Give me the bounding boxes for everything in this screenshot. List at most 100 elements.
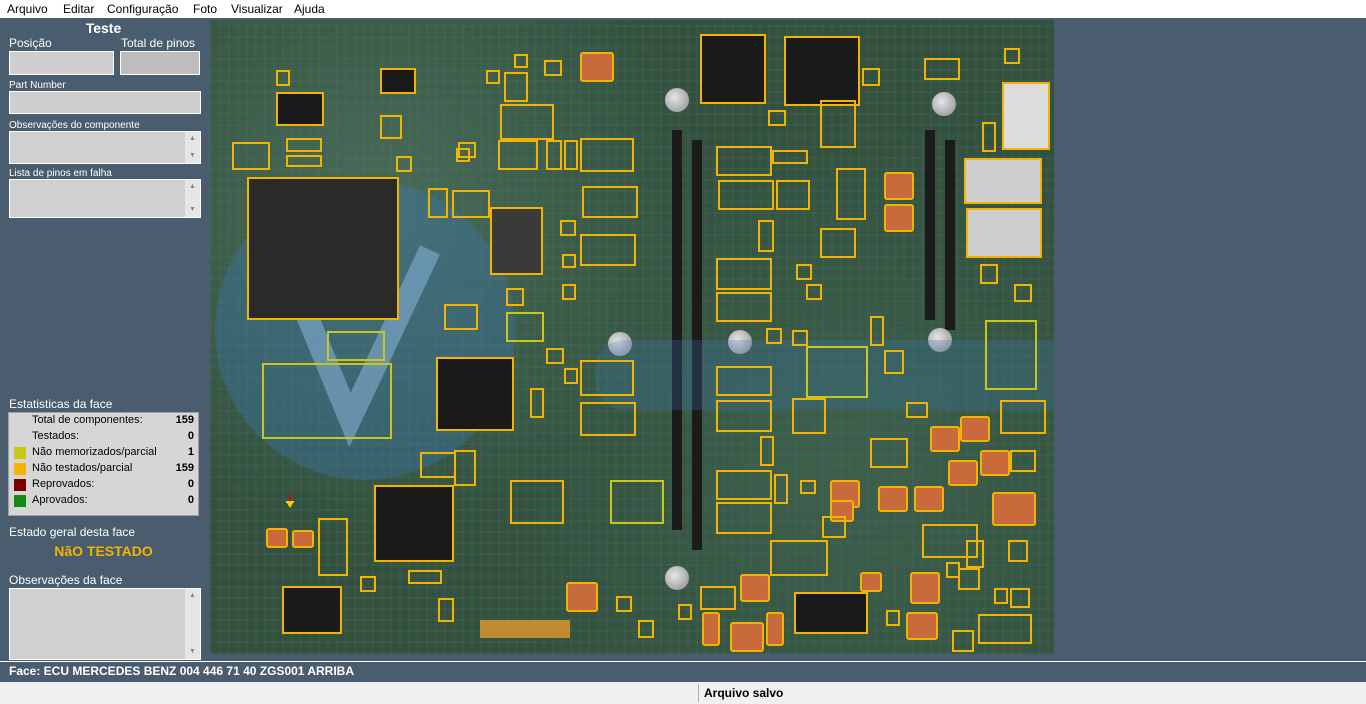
component-notes-field[interactable]: ▲ ▼: [9, 131, 201, 164]
menu-configuracao[interactable]: Configuração: [107, 2, 179, 16]
scroll-up-icon[interactable]: ▲: [189, 592, 196, 599]
capacitor-box[interactable]: [860, 572, 882, 592]
component-box[interactable]: [506, 288, 524, 306]
capacitor-box[interactable]: [292, 530, 314, 548]
component-box[interactable]: [994, 588, 1008, 604]
component-box[interactable]: [327, 331, 385, 361]
component-box[interactable]: [978, 614, 1032, 644]
component-box[interactable]: [276, 70, 290, 86]
scroll-up-icon[interactable]: ▲: [189, 183, 196, 190]
component-box[interactable]: [580, 234, 636, 266]
component-box[interactable]: [458, 142, 476, 158]
component-box[interactable]: [718, 180, 774, 210]
part-number-field[interactable]: [9, 91, 201, 114]
component-box[interactable]: [232, 142, 270, 170]
component-box[interactable]: [716, 400, 772, 432]
component-box[interactable]: [580, 138, 634, 172]
component-box[interactable]: [510, 480, 564, 524]
menu-visualizar[interactable]: Visualizar: [231, 2, 283, 16]
component-box[interactable]: [262, 363, 392, 439]
component-box[interactable]: [906, 402, 928, 418]
component-box[interactable]: [420, 452, 456, 478]
capacitor-box[interactable]: [930, 426, 960, 452]
component-box[interactable]: [980, 264, 998, 284]
component-box[interactable]: [820, 228, 856, 258]
capacitor-box[interactable]: [980, 450, 1010, 476]
scroll-up-icon[interactable]: ▲: [189, 135, 196, 142]
component-box[interactable]: [792, 330, 808, 346]
component-box[interactable]: [716, 502, 772, 534]
component-box[interactable]: [952, 630, 974, 652]
component-box[interactable]: [716, 366, 772, 396]
component-box[interactable]: [1010, 588, 1030, 608]
component-box[interactable]: [774, 474, 788, 504]
menu-arquivo[interactable]: Arquivo: [7, 2, 48, 16]
component-box[interactable]: [546, 140, 562, 170]
component-box[interactable]: [716, 292, 772, 322]
capacitor-box[interactable]: [960, 416, 990, 442]
component-box[interactable]: [360, 576, 376, 592]
component-box[interactable]: [700, 34, 766, 104]
component-box[interactable]: [822, 516, 846, 538]
menu-foto[interactable]: Foto: [193, 2, 218, 16]
component-box[interactable]: [792, 398, 826, 434]
capacitor-box[interactable]: [580, 52, 614, 82]
failed-pins-scrollbar[interactable]: ▲ ▼: [184, 180, 200, 217]
component-box[interactable]: [504, 72, 528, 102]
component-box[interactable]: [776, 180, 810, 210]
position-field[interactable]: [9, 51, 114, 75]
component-box[interactable]: [836, 168, 866, 220]
failed-pins-field[interactable]: ▲ ▼: [9, 179, 201, 218]
capacitor-box[interactable]: [992, 492, 1036, 526]
component-box[interactable]: [700, 586, 736, 610]
menu-ajuda[interactable]: Ajuda: [294, 2, 325, 16]
component-box[interactable]: [716, 258, 772, 290]
component-box[interactable]: [1014, 284, 1032, 302]
component-box[interactable]: [546, 348, 564, 364]
component-box[interactable]: [760, 436, 774, 466]
component-box[interactable]: [408, 570, 442, 584]
face-notes-field[interactable]: ▲ ▼: [9, 588, 201, 660]
component-box[interactable]: [982, 122, 996, 152]
component-box[interactable]: [380, 115, 402, 139]
component-box[interactable]: [276, 92, 324, 126]
capacitor-box[interactable]: [910, 572, 940, 604]
component-box[interactable]: [530, 388, 544, 418]
face-notes-scrollbar[interactable]: ▲ ▼: [184, 589, 200, 659]
component-box[interactable]: [966, 208, 1042, 258]
board-photo[interactable]: S: [210, 20, 1054, 654]
capacitor-box[interactable]: [566, 582, 598, 612]
component-box[interactable]: [582, 186, 638, 218]
component-box[interactable]: [772, 150, 808, 164]
capacitor-box[interactable]: [878, 486, 908, 512]
component-box[interactable]: [800, 480, 816, 494]
capacitor-box[interactable]: [906, 612, 938, 640]
component-box[interactable]: [1008, 540, 1028, 562]
component-notes-scrollbar[interactable]: ▲ ▼: [184, 132, 200, 163]
component-box[interactable]: [1002, 82, 1050, 150]
component-box[interactable]: [794, 592, 868, 634]
component-box[interactable]: [716, 146, 772, 176]
capacitor-box[interactable]: [730, 622, 764, 652]
component-box[interactable]: [428, 188, 448, 218]
capacitor-box[interactable]: [914, 486, 944, 512]
component-box[interactable]: [580, 360, 634, 396]
component-box[interactable]: [1004, 48, 1020, 64]
capacitor-box[interactable]: [884, 204, 914, 232]
component-box[interactable]: [564, 368, 578, 384]
component-box[interactable]: [454, 450, 476, 486]
capacitor-box[interactable]: [740, 574, 770, 602]
component-box[interactable]: [806, 346, 868, 398]
component-box[interactable]: [616, 596, 632, 612]
component-box[interactable]: [966, 540, 984, 568]
component-box[interactable]: [380, 68, 416, 94]
component-box[interactable]: [768, 110, 786, 126]
component-box[interactable]: [438, 598, 454, 622]
component-box[interactable]: [1010, 450, 1036, 472]
component-box[interactable]: [436, 357, 514, 431]
component-box[interactable]: [396, 156, 412, 172]
component-box[interactable]: [247, 177, 399, 320]
component-box[interactable]: [282, 586, 342, 634]
component-box[interactable]: [820, 100, 856, 148]
component-box[interactable]: [958, 568, 980, 590]
